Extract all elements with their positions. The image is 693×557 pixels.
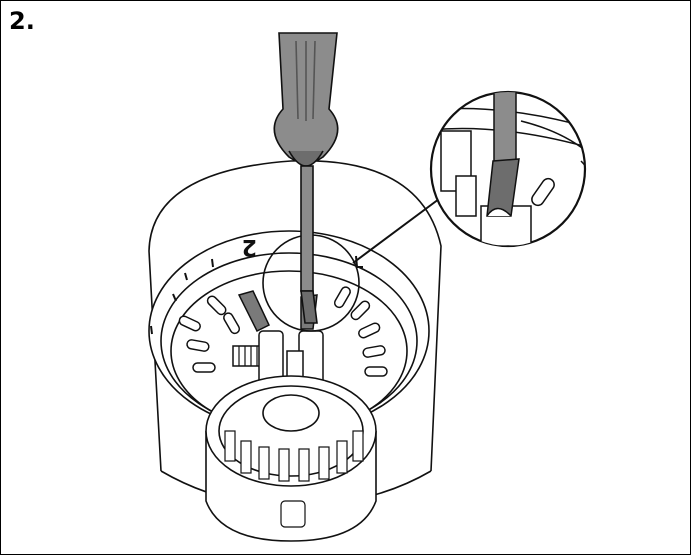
slot-ring: [178, 286, 388, 377]
zoom-inset: [429, 90, 587, 248]
step-number: 2.: [9, 7, 35, 35]
coupling-nut: [205, 375, 377, 542]
leader-line: [352, 198, 440, 264]
dial-scale: [150, 255, 363, 335]
dial-number-label: 2: [242, 234, 257, 259]
screwdriver: [273, 32, 339, 324]
